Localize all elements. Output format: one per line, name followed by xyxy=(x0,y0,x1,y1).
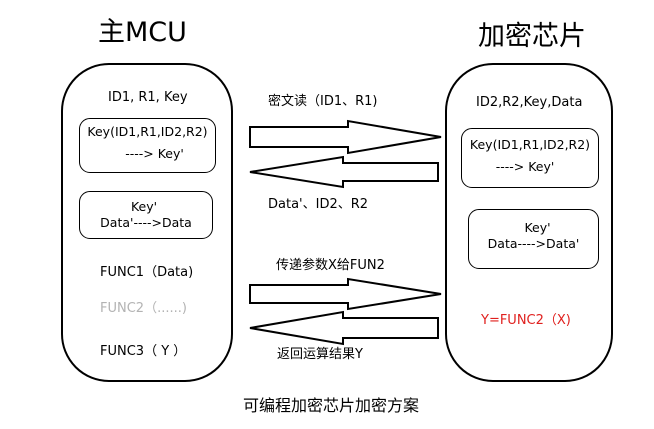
read-label: 密文读（ID1、R1) xyxy=(268,94,378,109)
mcu-key-derivation-line2: ----> Key' xyxy=(125,146,184,161)
chip-encrypt-line1: Key' xyxy=(524,220,551,235)
return-result-arrow xyxy=(249,310,439,346)
mcu-key-derivation-line1: Key(ID1,R1,ID2,R2) xyxy=(87,124,208,139)
chip-title: 加密芯片 xyxy=(478,21,586,52)
reply-label: Data'、ID2、R2 xyxy=(268,197,369,212)
mcu-func1: FUNC1（Data) xyxy=(100,265,194,280)
chip-encrypt-line2: Data---->Data' xyxy=(487,236,580,251)
mcu-title: 主MCU xyxy=(98,17,187,48)
mcu-func2: FUNC2（......) xyxy=(100,301,187,316)
caption: 可编程加密芯片加密方案 xyxy=(243,396,420,415)
chip-key-derivation-line2: ----> Key' xyxy=(495,159,555,174)
chip-key-derivation-line1: Key(ID1,R1,ID2,R2) xyxy=(469,137,591,152)
chip-result: Y=FUNC2（X) xyxy=(481,313,571,328)
return-result-label: 返回运算结果Y xyxy=(277,347,363,362)
mcu-decrypt-line2: Data'---->Data xyxy=(100,215,192,230)
mcu-inputs: ID1, R1, Key xyxy=(108,90,188,105)
pass-param-arrow xyxy=(249,277,442,311)
mcu-decrypt-box: Key' Data'---->Data xyxy=(79,191,213,239)
chip-encrypt-box: Key' Data---->Data' xyxy=(468,209,599,269)
chip-inputs: ID2,R2,Key,Data xyxy=(476,95,583,110)
pass-param-label: 传递参数X给FUN2 xyxy=(276,258,385,273)
chip-key-derivation-box: Key(ID1,R1,ID2,R2) ----> Key' xyxy=(461,128,599,188)
reply-arrow xyxy=(249,155,439,189)
mcu-key-derivation-box: Key(ID1,R1,ID2,R2) ----> Key' xyxy=(79,118,216,173)
mcu-decrypt-line1: Key' xyxy=(130,199,158,214)
read-arrow xyxy=(249,119,442,155)
mcu-func3: FUNC3（ Y ） xyxy=(100,344,187,359)
